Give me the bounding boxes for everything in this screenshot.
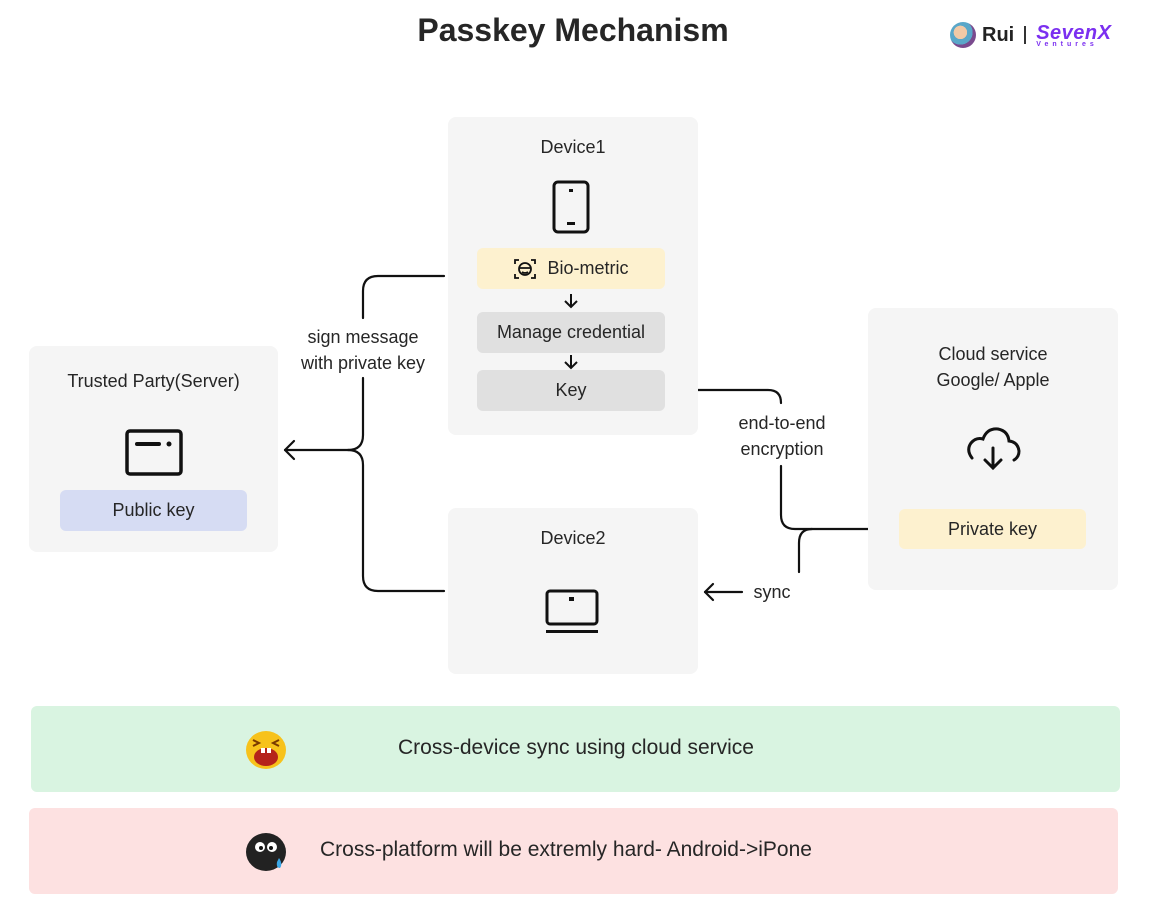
e2e-line-top	[668, 388, 783, 405]
key-label: Key	[555, 380, 587, 400]
manage-credential-step: Manage credential	[477, 312, 665, 353]
sync-arrow-head	[703, 582, 715, 602]
browser-window-icon	[125, 429, 183, 476]
server-panel: Trusted Party(Server) Public key	[29, 346, 278, 552]
banner-con-text: Cross-platform will be extremly hard- An…	[320, 838, 812, 861]
brand-header: Rui SevenX Ventures	[950, 20, 1111, 50]
cloud-panel: Cloud service Google/ Apple Private key	[868, 308, 1118, 590]
e2e-line-bottom	[779, 464, 895, 531]
cloud-label-line2: Google/ Apple	[936, 370, 1050, 390]
sync-branch	[797, 527, 814, 574]
banner-pro-text: Cross-device sync using cloud service	[398, 736, 754, 759]
banner-con: Cross-platform will be extremly hard- An…	[29, 808, 1118, 894]
e2e-line1: end-to-end	[738, 413, 826, 433]
smartphone-icon	[552, 180, 590, 234]
manage-credential-label: Manage credential	[496, 322, 646, 342]
device2-panel: Device2	[448, 508, 698, 674]
sign-message-line1: sign message	[307, 327, 419, 347]
brand-name-line2: Ventures	[1036, 40, 1098, 48]
laughing-emoji-icon	[246, 731, 286, 769]
laptop-icon	[545, 589, 599, 633]
crying-emoji-icon	[246, 833, 286, 871]
sign-bracket-top	[361, 274, 446, 320]
device1-panel: Device1 Bio-metric Manage credential Key	[448, 117, 698, 435]
private-key-chip: Private key	[899, 509, 1086, 549]
brand-logo: SevenX Ventures	[1036, 23, 1111, 48]
e2e-line2: encryption	[740, 439, 824, 459]
sign-message-line2: with private key	[300, 353, 426, 373]
page-title: Passkey Mechanism	[417, 12, 729, 48]
face-scan-icon	[514, 258, 537, 279]
banner-pro: Cross-device sync using cloud service	[31, 706, 1120, 792]
device1-label: Device1	[540, 137, 606, 157]
arrow-down-icon	[564, 355, 578, 370]
public-key-label: Public key	[112, 500, 195, 520]
sign-message-label: sign message with private key	[283, 324, 443, 376]
sign-arrow-head	[283, 439, 296, 461]
server-label: Trusted Party(Server)	[67, 371, 240, 391]
cloud-download-icon	[967, 427, 1021, 471]
sign-bracket-bottom	[346, 448, 446, 593]
avatar	[950, 22, 976, 48]
biometric-label: Bio-metric	[547, 258, 629, 278]
e2e-encryption-label: end-to-end encryption	[712, 410, 852, 462]
cloud-label-line1: Cloud service	[938, 344, 1048, 364]
arrow-down-icon	[564, 294, 578, 309]
key-step: Key	[477, 370, 665, 411]
sign-bracket-mid	[346, 376, 365, 452]
device2-label: Device2	[540, 528, 606, 548]
public-key-chip: Public key	[60, 490, 247, 531]
sync-label: sync	[753, 582, 791, 602]
author-name: Rui	[982, 23, 1015, 46]
private-key-label: Private key	[947, 518, 1038, 539]
brand-name-line1: SevenX	[1036, 21, 1112, 44]
brand-divider	[1024, 26, 1027, 44]
biometric-step: Bio-metric	[477, 248, 665, 289]
